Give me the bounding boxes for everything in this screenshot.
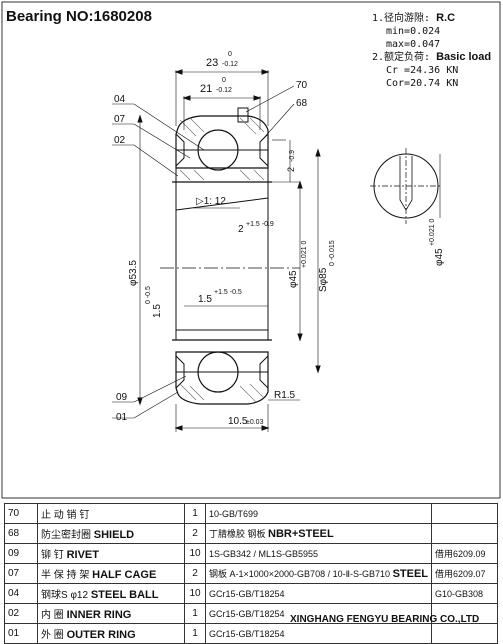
table-row: 68 防尘密封圈 SHIELD 2 丁腈橡胶 钢板 NBR+STEEL bbox=[4, 523, 498, 544]
steel-ball-top bbox=[197, 129, 239, 171]
part-material: GCr15-GB/T18254 bbox=[204, 583, 433, 604]
part-remark: 借用6209.09 bbox=[431, 543, 498, 564]
note-load-value: Basic load bbox=[436, 51, 492, 63]
label-part-04: 04 bbox=[114, 94, 126, 105]
part-no: 04 bbox=[4, 583, 38, 604]
dim-dia-45: φ45 bbox=[288, 270, 299, 288]
part-material: 10-GB/T699 bbox=[204, 503, 433, 524]
part-leaders bbox=[112, 85, 295, 419]
side-view bbox=[370, 148, 442, 224]
note-max: max=0.047 bbox=[386, 39, 441, 50]
part-no: 68 bbox=[4, 523, 38, 544]
bearing-section-drawing: 23 0 -0.12 21 0 -0.12 70 68 04 07 02 09 … bbox=[1, 1, 501, 499]
table-row: 01 外 圈 OUTER RING 1 GCr15-GB/T18254 bbox=[4, 623, 498, 644]
part-name: 内 圈 INNER RING bbox=[37, 603, 185, 624]
bearing-top-section bbox=[172, 107, 272, 198]
table-row: 09 铆 钉 RIVET 10 1S-GB342 / ML1S-GB5955 借… bbox=[4, 543, 498, 564]
dim-2-mid: 2 bbox=[238, 224, 244, 235]
dim-width-21-tol: 0 bbox=[222, 77, 226, 84]
table-row: 04 钢球S φ12 STEEL BALL 10 GCr15-GB/T18254… bbox=[4, 583, 498, 604]
part-qty: 10 bbox=[184, 543, 206, 564]
width-dimensions bbox=[174, 69, 270, 130]
part-qty: 1 bbox=[184, 623, 206, 644]
table-row: 70 止 动 销 钉 1 10-GB/T699 bbox=[4, 503, 498, 524]
note-cr: Cr =24.36 KN bbox=[386, 65, 459, 76]
dim-1-5-mid-tol: +1.5 -0.5 bbox=[214, 289, 242, 296]
dim-width-23: 23 bbox=[206, 57, 218, 69]
part-qty: 1 bbox=[184, 503, 206, 524]
dim-dia-45-tol: +0.021 0 bbox=[301, 240, 308, 268]
side-view-dia: φ45 bbox=[434, 248, 445, 266]
part-material: GCr15-GB/T18254 bbox=[204, 623, 433, 644]
label-part-01: 01 bbox=[116, 412, 128, 423]
note-load-prefix: 2.额定负荷: bbox=[372, 52, 431, 63]
note-clearance-prefix: 1.径向游隙: bbox=[372, 13, 431, 24]
dim-2-top-tol: -0.9 bbox=[289, 150, 296, 162]
side-view-dia-tol: +0.021 0 bbox=[429, 218, 436, 246]
label-part-68: 68 bbox=[296, 98, 308, 109]
part-remark bbox=[431, 623, 498, 644]
note-min: min=0.024 bbox=[386, 26, 441, 37]
part-no: 01 bbox=[4, 623, 38, 644]
dim-2-top: 2 bbox=[286, 167, 296, 172]
label-part-02: 02 bbox=[114, 135, 126, 146]
table-row: 02 内 圈 INNER RING 1 GCr15-GB/T18254 bbox=[4, 603, 498, 624]
dim-1-5-left: 1.5 bbox=[152, 304, 163, 318]
part-material: 1S-GB342 / ML1S-GB5955 bbox=[204, 543, 433, 564]
company-name: XINGHANG FENGYU BEARING CO.,LTD bbox=[290, 614, 480, 625]
part-qty: 2 bbox=[184, 563, 206, 584]
part-name: 半 保 持 架 HALF CAGE bbox=[37, 563, 185, 584]
part-material: 丁腈橡胶 钢板 NBR+STEEL bbox=[204, 523, 433, 544]
part-remark bbox=[431, 503, 498, 524]
dim-dia-53: φ53.5 bbox=[128, 260, 139, 286]
part-no: 09 bbox=[4, 543, 38, 564]
dim-width-21: 21 bbox=[200, 83, 212, 95]
part-remark bbox=[431, 523, 498, 544]
part-material: 钢板 A-1×1000×2000-GB708 / 10-Ⅱ-S-GB710 ST… bbox=[204, 563, 433, 584]
steel-ball-bottom bbox=[197, 351, 239, 393]
part-no: 02 bbox=[4, 603, 38, 624]
label-part-07: 07 bbox=[114, 114, 126, 125]
dim-1-5-mid: 1.5 bbox=[198, 294, 212, 305]
dim-width-21-tol2: -0.12 bbox=[216, 87, 232, 94]
drawing-title: Bearing NO:1680208 bbox=[6, 8, 152, 25]
dim-dia-s85: Sφ85 bbox=[318, 267, 329, 292]
parts-list-table: 70 止 动 销 钉 1 10-GB/T699 68 防尘密封圈 SHIELD … bbox=[4, 503, 498, 644]
dim-10-5-tol: ±0.03 bbox=[246, 419, 264, 426]
dim-dia-s85-tol: 0 -0.015 bbox=[329, 240, 336, 266]
table-row: 07 半 保 持 架 HALF CAGE 2 钢板 A-1×1000×2000-… bbox=[4, 563, 498, 584]
label-part-70: 70 bbox=[296, 80, 308, 91]
part-qty: 10 bbox=[184, 583, 206, 604]
note-cor: Cor=20.74 KN bbox=[386, 78, 459, 89]
part-remark: G10-GB308 bbox=[431, 583, 498, 604]
note-clearance-value: R.C bbox=[436, 12, 456, 24]
part-qty: 1 bbox=[184, 603, 206, 624]
dim-width-23-tol2: -0.12 bbox=[222, 61, 238, 68]
dim-2-mid-tol: +1.5 -0.9 bbox=[246, 221, 274, 228]
part-no: 07 bbox=[4, 563, 38, 584]
part-name: 外 圈 OUTER RING bbox=[37, 623, 185, 644]
part-remark: 借用6209.07 bbox=[431, 563, 498, 584]
stop-pin bbox=[237, 107, 249, 123]
dim-r1-5: R1.5 bbox=[274, 390, 296, 401]
part-name: 铆 钉 RIVET bbox=[37, 543, 185, 564]
taper-note: ▷1: 12 bbox=[196, 196, 226, 207]
dim-width-23-tol: 0 bbox=[228, 51, 232, 58]
drawing-frame bbox=[1, 1, 501, 499]
dim-10-5: 10.5 bbox=[228, 416, 248, 427]
part-name: 钢球S φ12 STEEL BALL bbox=[37, 583, 185, 604]
technical-notes: 1.径向游隙: R.C min=0.024 max=0.047 2.额定负荷: … bbox=[372, 12, 491, 90]
dim-1-5-left-tol: 0 -0.5 bbox=[145, 286, 152, 304]
part-name: 防尘密封圈 SHIELD bbox=[37, 523, 185, 544]
bearing-bottom-section bbox=[172, 339, 272, 405]
part-qty: 2 bbox=[184, 523, 206, 544]
part-no: 70 bbox=[4, 503, 38, 524]
part-name: 止 动 销 钉 bbox=[37, 503, 185, 524]
label-part-09: 09 bbox=[116, 392, 128, 403]
